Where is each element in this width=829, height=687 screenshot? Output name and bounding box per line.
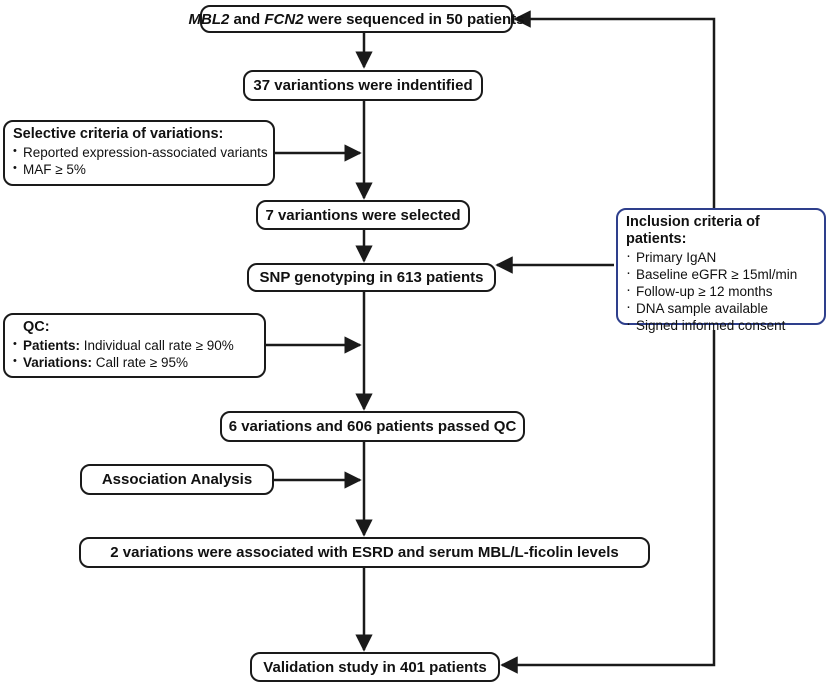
qc-item: Patients: Individual call rate ≥ 90% [13, 336, 256, 354]
seq-rest: were sequenced in 50 patients [303, 10, 525, 28]
inclusion-criteria-item: Primary IgAN [626, 247, 816, 266]
qc-item: Variations: Call rate ≥ 95% [13, 353, 256, 371]
qc-item-label: Variations: [23, 355, 93, 370]
seq-and: and [229, 10, 265, 28]
qc-item-text: Call rate ≥ 95% [92, 355, 188, 370]
selective-criteria-title: Selective criteria of variations: [13, 126, 224, 142]
validation-box: Validation study in 401 patients [250, 652, 500, 682]
inclusion-criteria-item: Follow-up ≥ 12 months [626, 281, 816, 300]
qc-box: QC: Patients: Individual call rate ≥ 90%… [3, 313, 266, 378]
identified-box: 37 variantions were indentified [243, 70, 483, 101]
genotyping-box: SNP genotyping in 613 patients [247, 263, 496, 292]
association-analysis-box: Association Analysis [80, 464, 274, 495]
passed-qc-box: 6 variations and 606 patients passed QC [220, 411, 525, 442]
inclusion-criteria-title: Inclusion criteria of patients: [626, 214, 760, 247]
gene-mbl2: MBL2 [188, 10, 230, 28]
qc-item-text: Individual call rate ≥ 90% [80, 338, 234, 353]
qc-item-label: Patients: [23, 338, 81, 353]
arrow-feedback-to-seq [513, 10, 716, 214]
inclusion-criteria-item: DNA sample available [626, 298, 816, 317]
sequenced-box: MBL2 and FCN2 were sequenced in 50 patie… [189, 5, 524, 33]
selective-criteria-item: Reported expression-associated variants [13, 143, 268, 161]
qc-title: QC: [23, 319, 50, 335]
gene-fcn2: FCN2 [264, 10, 304, 28]
inclusion-criteria-box: Inclusion criteria of patients: Primary … [616, 208, 826, 333]
inclusion-criteria-item: Baseline eGFR ≥ 15ml/min [626, 264, 816, 283]
selected-box: 7 variantions were selected [256, 200, 470, 230]
associated-box: 2 variations were associated with ESRD a… [79, 537, 650, 568]
selective-criteria-item: MAF ≥ 5% [13, 160, 265, 178]
inclusion-criteria-item: Signed informed consent [626, 315, 816, 334]
arrow-feedback-loop [500, 330, 716, 674]
selective-criteria-box: Selective criteria of variations: Report… [3, 120, 275, 186]
